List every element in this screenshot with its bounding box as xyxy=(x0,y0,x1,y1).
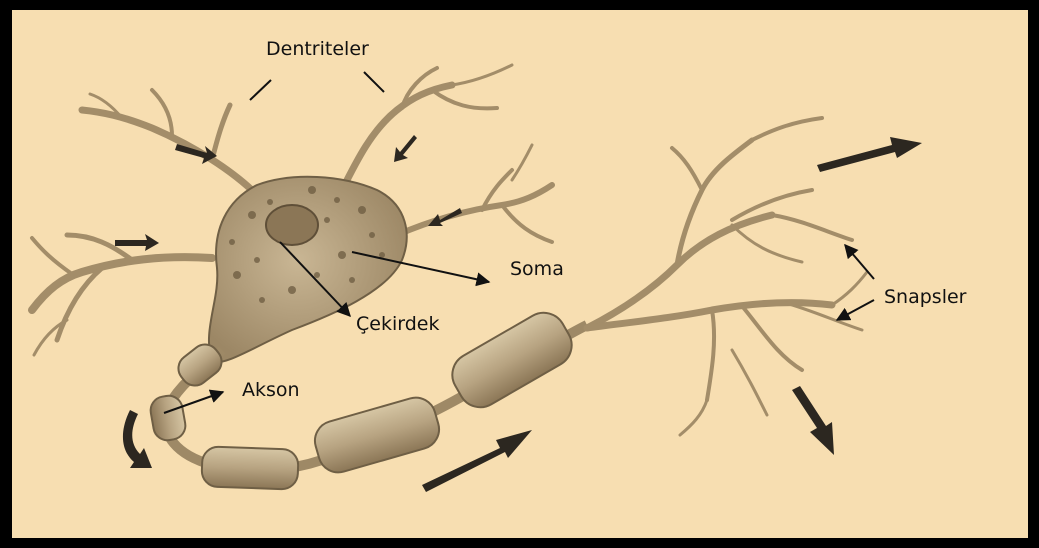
myelin-segment xyxy=(201,446,298,489)
dendrites-label: Dentriteler xyxy=(266,38,369,60)
synapses-label: Snapsler xyxy=(884,286,967,308)
myelin-segment xyxy=(310,393,444,477)
axon-label: Akson xyxy=(242,379,300,401)
myelin-segment xyxy=(148,394,187,443)
soma-label: Soma xyxy=(510,258,564,280)
myelin-segment xyxy=(444,305,579,415)
nucleus xyxy=(266,205,318,245)
nucleus-label: Çekirdek xyxy=(356,313,439,335)
diagram-panel: Dentriteler Soma Çekirdek Akson Snapsler xyxy=(12,10,1028,538)
